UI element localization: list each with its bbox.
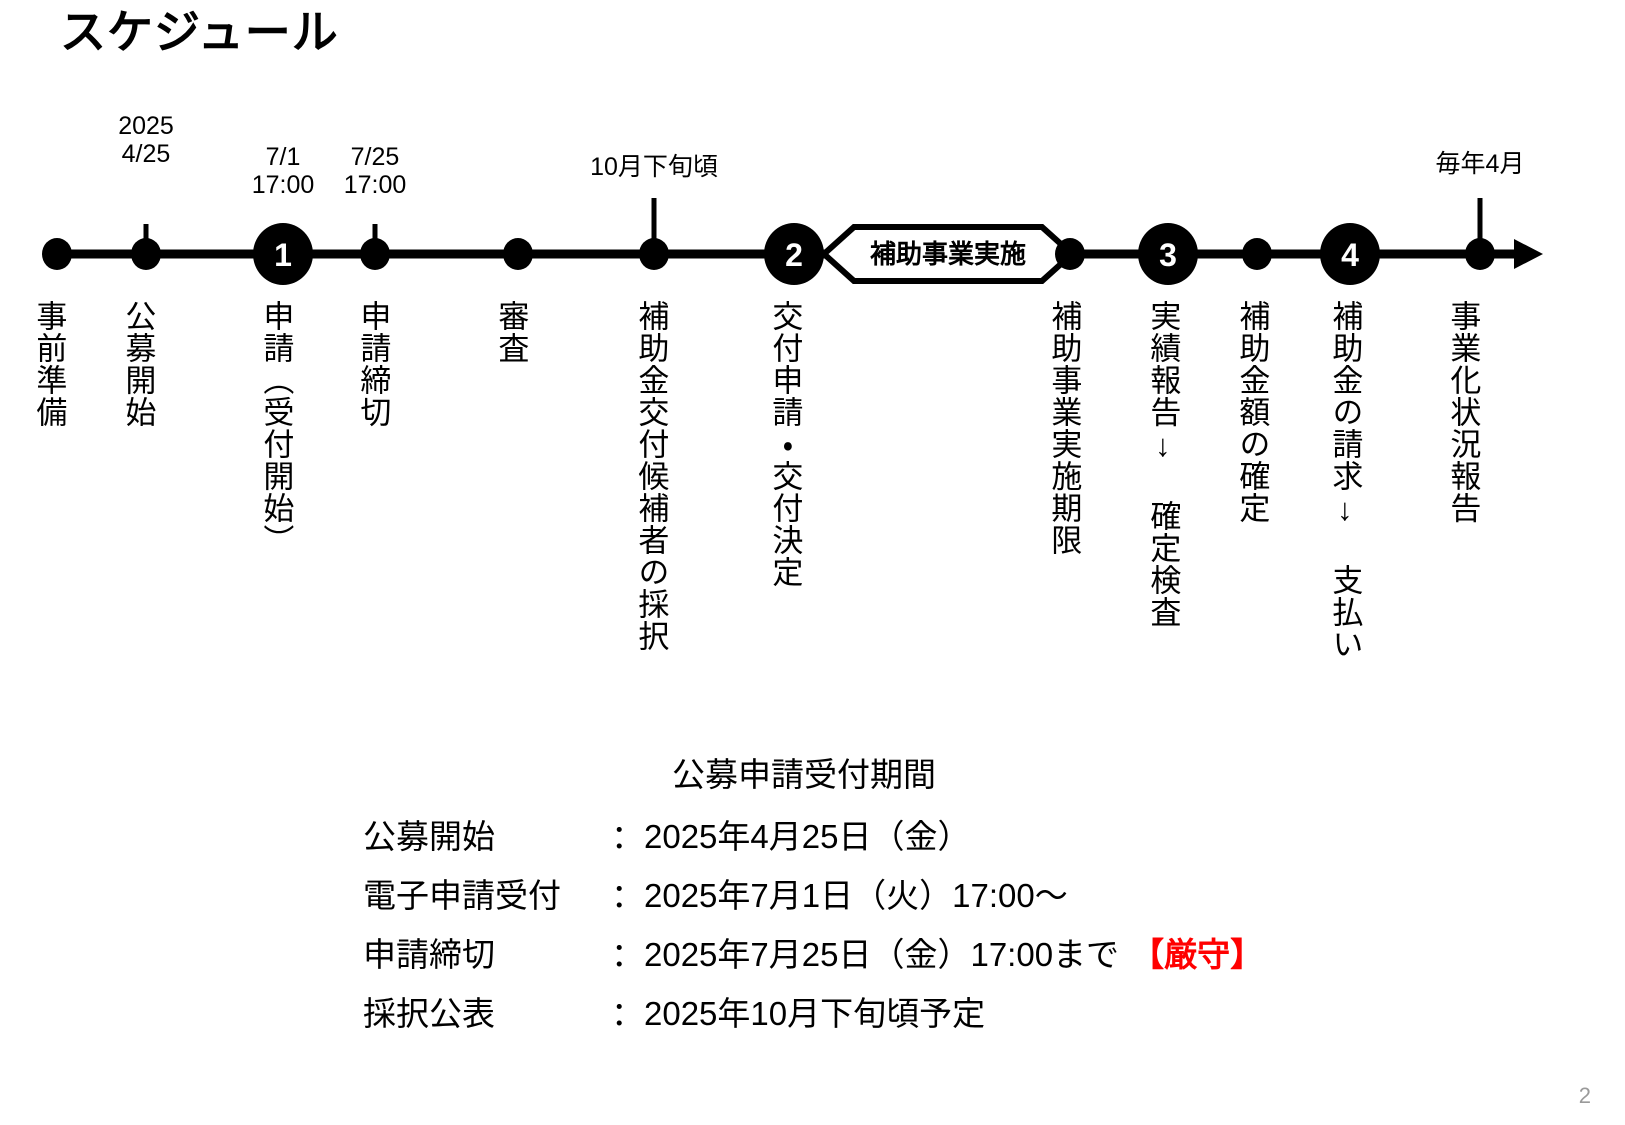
stage-label: 審査	[493, 300, 529, 364]
date-callout-label: 7/1 17:00	[251, 143, 315, 199]
stage-label: 補助事業実施期限	[1046, 300, 1082, 556]
row-value: 2025年4月25日（金）	[644, 818, 971, 855]
marker-dot	[639, 238, 669, 270]
timeline-point-marker	[1465, 238, 1495, 270]
phase-banner-label: 補助事業実施	[870, 239, 1026, 269]
row-term: 公募開始	[363, 818, 495, 855]
timeline-point-marker	[360, 238, 390, 270]
timeline-axis-svg: 補助事業実施 1 2 3 4	[42, 223, 1543, 285]
marker-dot	[360, 238, 390, 270]
marker-number: 2	[785, 237, 803, 273]
stage-label: 事業化状況報告	[1445, 300, 1481, 524]
timeline-diagram: 2025 4/25 7/1 17:00 7/25 17:00 10月下旬頃 毎年4月 補…	[0, 0, 1625, 300]
row-value: 2025年10月下旬頃予定	[644, 995, 986, 1032]
timeline-point-marker	[639, 238, 669, 270]
application-period-row: 電子申請受付 ：2025年7月1日（火）17:00〜	[363, 869, 1625, 917]
row-value: 2025年7月25日（金）17:00まで	[644, 936, 1120, 973]
date-tick-stem	[372, 224, 378, 250]
marker-dot	[1465, 238, 1495, 270]
stage-label: 補助金交付候補者の採択	[633, 300, 669, 652]
date-tick-stem	[651, 198, 657, 250]
marker-dot	[253, 223, 313, 285]
stage-label: 交付申請・交付決定	[767, 300, 803, 588]
stage-label: 申請締切	[355, 300, 391, 428]
page-number: 2	[1578, 1083, 1591, 1108]
timeline-point-marker	[42, 238, 72, 270]
marker-dot	[1320, 223, 1380, 285]
date-callout-label: 7/25 17:00	[343, 143, 407, 199]
row-colon: ：	[611, 995, 644, 1032]
application-period-row: 採択公表 ：2025年10月下旬頃予定	[363, 987, 1625, 1035]
marker-number: 1	[274, 237, 292, 273]
marker-dot	[503, 238, 533, 270]
stage-label: 補助金額の確定	[1234, 300, 1270, 524]
timeline-step-marker: 3	[1138, 223, 1198, 285]
timeline-step-marker: 2	[764, 223, 824, 285]
timeline-step-marker: 1	[253, 223, 313, 285]
marker-dot	[1055, 238, 1085, 270]
timeline-arrow-icon	[1514, 239, 1543, 269]
date-callout-label: 毎年4月	[1435, 150, 1525, 178]
row-colon: ：	[611, 877, 644, 914]
row-term: 電子申請受付	[363, 877, 561, 914]
row-colon: ：	[611, 818, 644, 855]
stage-label: 申請（受付開始）	[258, 300, 294, 556]
timeline-step-marker: 4	[1320, 223, 1380, 285]
date-tick-stem	[143, 224, 149, 250]
timeline-point-marker	[1242, 238, 1272, 270]
application-period-rows: 公募開始：2025年4月25日（金）電子申請受付：2025年7月1日（火）17:…	[0, 810, 1625, 1035]
stage-label-row: 事前準備 公募開始 申請（受付開始） 申請締切 審査 補助金交付候補者の採択 交付申請・交付…	[0, 300, 1625, 740]
marker-dot	[1242, 238, 1272, 270]
timeline-point-marker	[1055, 238, 1085, 270]
date-callout-label: 2025 4/25	[118, 112, 174, 168]
application-period-block: 公募申請受付期間 公募開始：2025年4月25日（金）電子申請受付：2025年7…	[0, 748, 1625, 1046]
application-period-row: 申請締切 ：2025年7月25日（金）17:00まで【厳守】	[363, 928, 1625, 976]
marker-dot	[764, 223, 824, 285]
marker-dot	[42, 238, 72, 270]
stage-label: 実績報告↓ 確定検査	[1145, 300, 1181, 628]
marker-dot	[1138, 223, 1198, 285]
marker-dot	[131, 238, 161, 270]
row-value: 2025年7月1日（火）17:00〜	[644, 877, 1068, 914]
marker-number: 4	[1341, 237, 1359, 273]
application-period-row: 公募開始 ：2025年4月25日（金）	[363, 810, 1625, 858]
timeline-point-marker	[503, 238, 533, 270]
stage-label: 公募開始	[120, 300, 156, 428]
row-term: 採択公表	[363, 995, 495, 1032]
stage-label: 補助金の請求↓ 支払い	[1327, 300, 1363, 660]
marker-number: 3	[1159, 237, 1177, 273]
row-term: 申請締切	[363, 936, 495, 973]
page-title: スケジュール	[60, 6, 339, 58]
date-tick-stem	[1477, 198, 1483, 250]
row-colon: ：	[611, 936, 644, 973]
row-emphasis-badge: 【厳守】	[1131, 936, 1264, 973]
stage-label: 事前準備	[31, 300, 67, 428]
date-callout-label: 10月下旬頃	[590, 153, 718, 181]
timeline-point-marker	[131, 238, 161, 270]
application-period-heading: 公募申請受付期間	[672, 756, 936, 793]
